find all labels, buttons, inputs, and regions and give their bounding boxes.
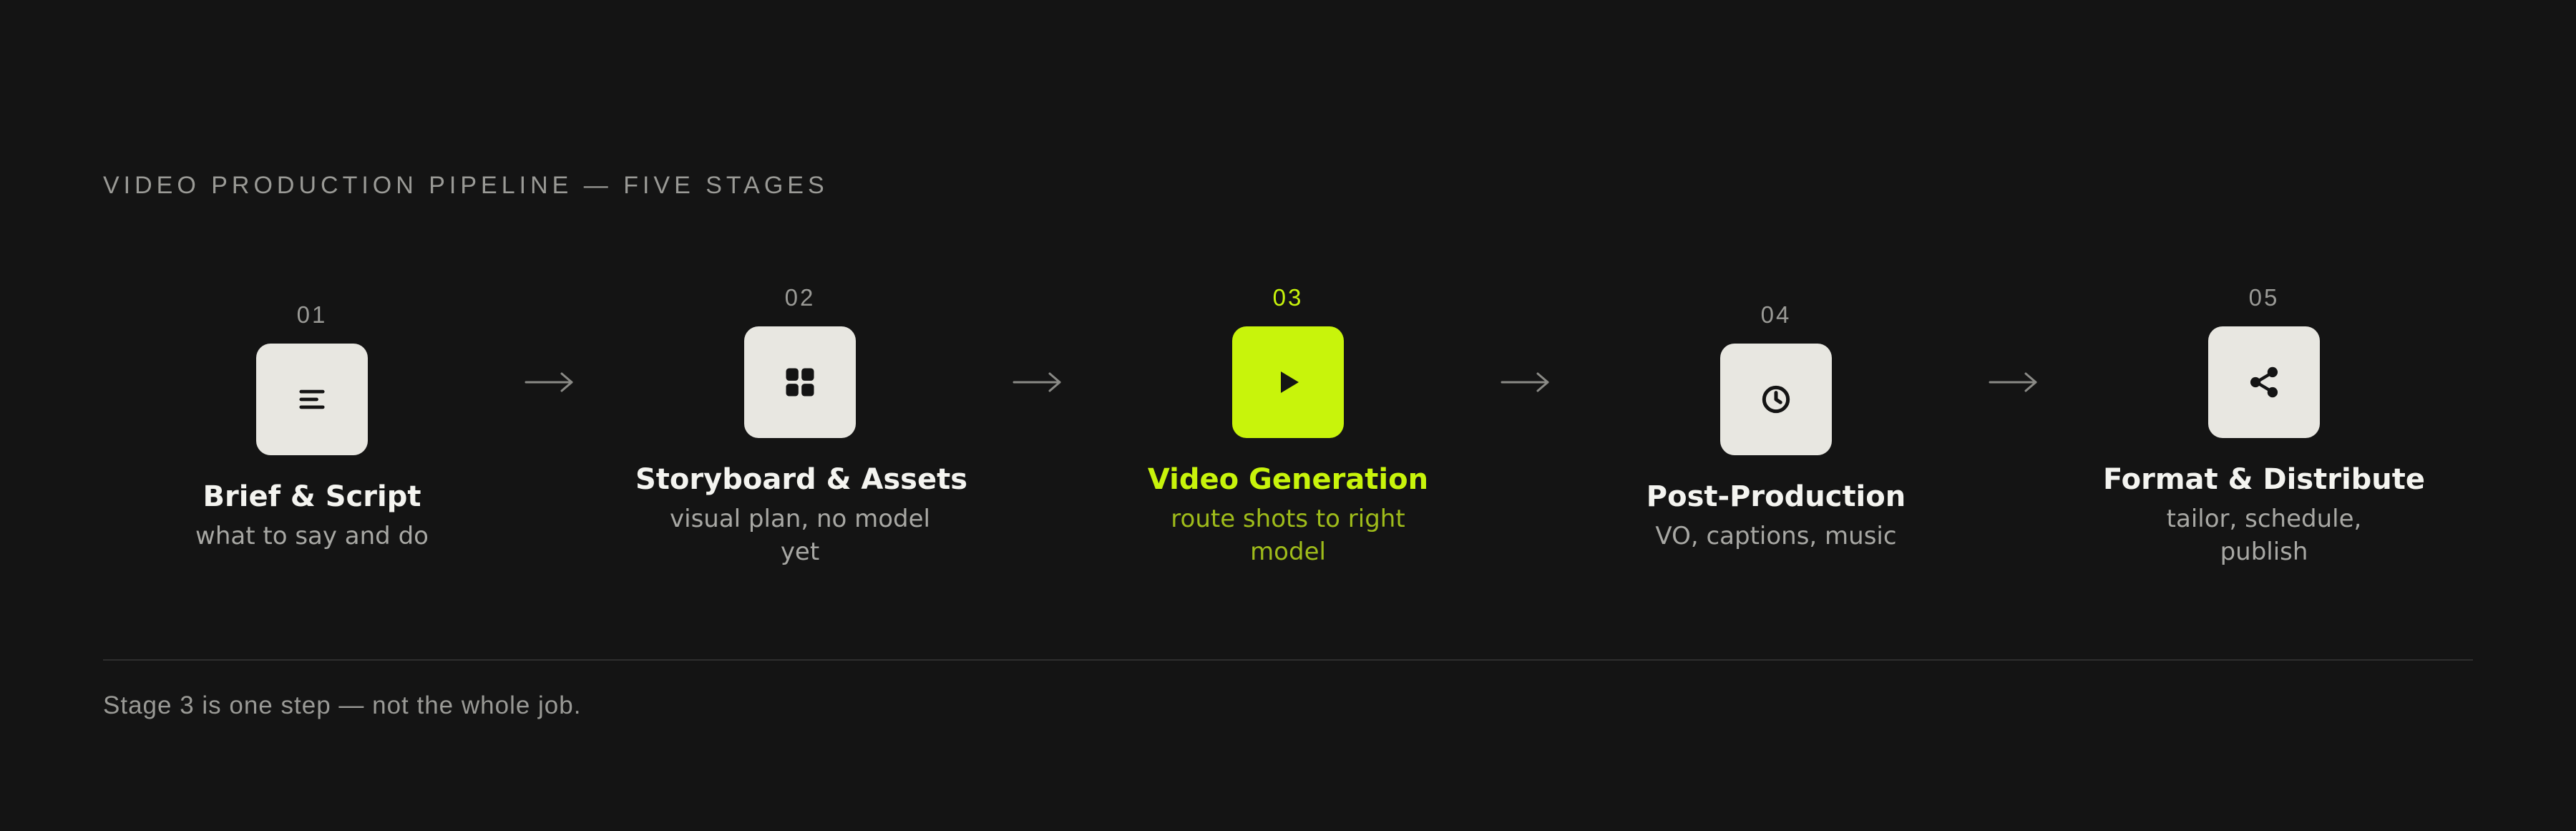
grid-icon <box>786 368 814 397</box>
footnote: Stage 3 is one step — not the whole job. <box>103 691 582 719</box>
arrow-right-icon <box>525 372 573 392</box>
stage-storyboard-assets: 02 Storyboard & Assets visual plan, no m… <box>635 283 968 568</box>
play-icon <box>1281 371 1299 393</box>
stage-icon-tile <box>2208 326 2320 438</box>
stage-title: Video Generation <box>1147 463 1429 496</box>
stage-format-distribute: 05 Format & Distribute tailor, schedule,… <box>2099 283 2429 568</box>
lines-icon <box>299 389 325 409</box>
stage-title: Post-Production <box>1646 480 1906 513</box>
stage-icon-tile <box>256 344 368 455</box>
stage-number: 03 <box>1272 284 1304 311</box>
arrow-right-icon <box>1989 372 2037 392</box>
stage-subtitle: tailor, schedule, publish <box>2166 505 2362 566</box>
stage-video-generation: 03 Video Generation route shots to right… <box>1123 283 1453 568</box>
stage-title: Brief & Script <box>203 480 421 513</box>
stage-brief-script: 01 Brief & Script what to say and do <box>147 301 477 553</box>
stage-title: Storyboard & Assets <box>635 463 968 496</box>
stage-icon-tile <box>744 326 856 438</box>
stage-icon-tile <box>1232 326 1344 438</box>
stage-number: 02 <box>784 284 816 311</box>
stage-title: Format & Distribute <box>2102 463 2426 496</box>
stage-subtitle: what to say and do <box>195 522 429 550</box>
stage-number: 05 <box>2248 284 2280 311</box>
divider <box>103 659 2473 661</box>
stage-number: 04 <box>1760 301 1792 328</box>
stage-post-production: 04 Post-Production VO, captions, music <box>1611 301 1941 553</box>
stage-subtitle: route shots to right model <box>1171 505 1405 566</box>
stage-icon-tile <box>1720 344 1832 455</box>
stage-number: 01 <box>296 301 328 328</box>
arrow-right-icon <box>1013 372 1061 392</box>
stage-subtitle: VO, captions, music <box>1655 522 1897 550</box>
stage-subtitle: visual plan, no model yet <box>670 505 930 566</box>
share-icon <box>2250 366 2278 398</box>
clock-icon <box>1762 385 1790 414</box>
pipeline-heading: VIDEO PRODUCTION PIPELINE — FIVE STAGES <box>103 172 829 199</box>
arrow-right-icon <box>1501 372 1549 392</box>
